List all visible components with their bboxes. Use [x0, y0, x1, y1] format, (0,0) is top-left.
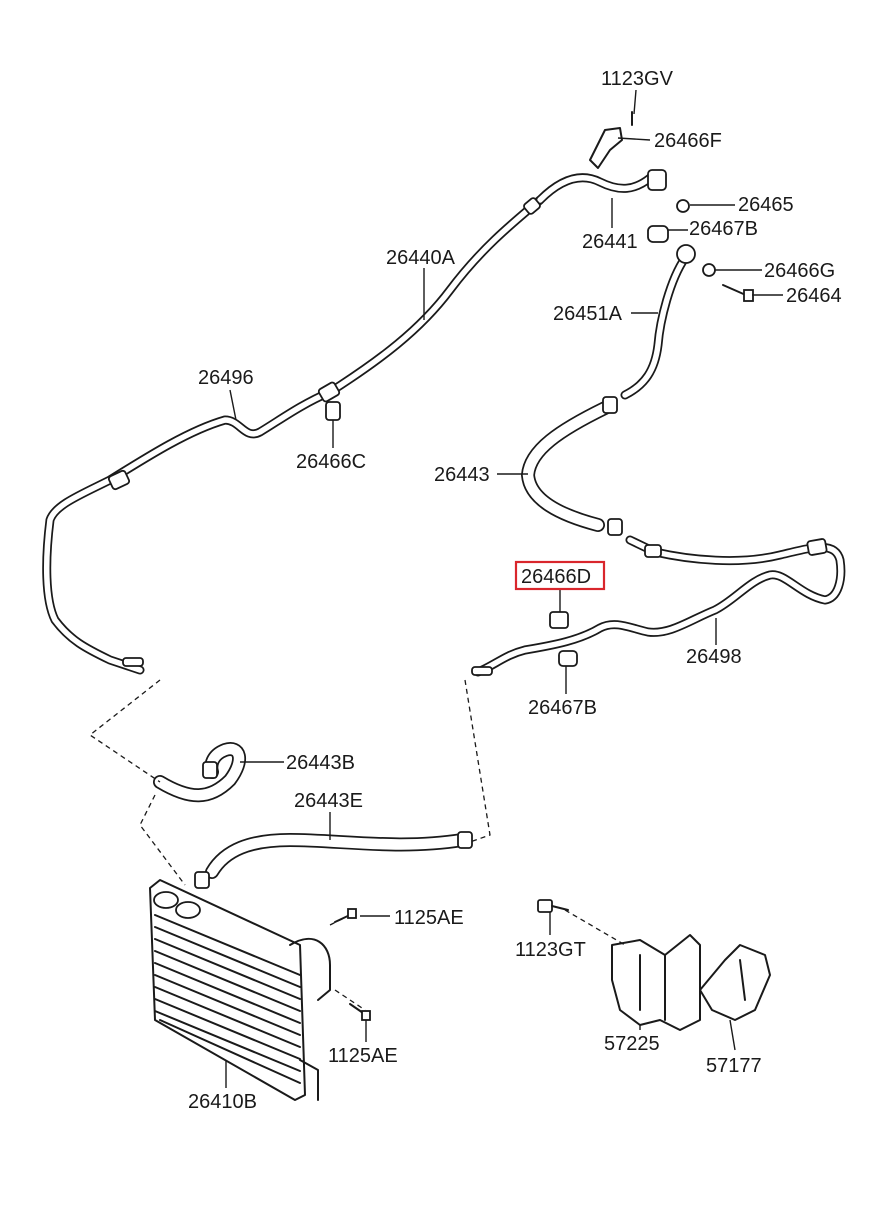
- label-26441[interactable]: 26441: [582, 231, 638, 253]
- label-26440a[interactable]: 26440A: [386, 247, 456, 269]
- label-26443e[interactable]: 26443E: [294, 790, 363, 812]
- grommet-26467b-mid[interactable]: [558, 650, 578, 667]
- label-26466d[interactable]: 26466D: [521, 566, 591, 588]
- routing-dashes: [88, 679, 626, 1011]
- bracket-57177[interactable]: [699, 944, 771, 1021]
- pipe-26440a[interactable]: [325, 195, 545, 397]
- clamps: [107, 197, 828, 889]
- hose-26443b[interactable]: [153, 742, 246, 803]
- bolt-26464[interactable]: [722, 284, 754, 302]
- label-26498[interactable]: 26498: [686, 646, 742, 668]
- washer-26465[interactable]: [676, 199, 690, 213]
- label-1125ae-bottom[interactable]: 1125AE: [328, 1045, 398, 1067]
- label-26467b-mid[interactable]: 26467B: [528, 697, 597, 719]
- label-26465[interactable]: 26465: [738, 194, 794, 216]
- cooler-fins: [154, 914, 301, 1084]
- label-26443b[interactable]: 26443B: [286, 752, 355, 774]
- bracket-26466f[interactable]: [589, 111, 633, 169]
- pipe-26498[interactable]: [473, 535, 846, 677]
- label-26466g[interactable]: 26466G: [764, 260, 835, 282]
- label-26496[interactable]: 26496: [198, 367, 254, 389]
- grommet-26467b-top[interactable]: [647, 225, 669, 243]
- label-26466c[interactable]: 26466C: [296, 451, 366, 473]
- pipe-26496[interactable]: [42, 387, 335, 675]
- label-57177[interactable]: 57177: [706, 1055, 762, 1077]
- label-26464[interactable]: 26464: [786, 285, 842, 307]
- highlight-box-26466d: [514, 560, 606, 591]
- bracket-57225[interactable]: [611, 934, 701, 1031]
- hose-26443e[interactable]: [205, 833, 469, 879]
- label-26410b[interactable]: 26410B: [188, 1091, 257, 1113]
- label-26443[interactable]: 26443: [434, 464, 490, 486]
- bolt-1125ae-top[interactable]: [334, 908, 357, 923]
- washer-26466g[interactable]: [702, 263, 716, 277]
- label-1123gt[interactable]: 1123GT: [515, 939, 586, 961]
- label-1123gv[interactable]: 1123GV: [601, 68, 674, 90]
- label-1125ae-top[interactable]: 1125AE: [394, 907, 464, 929]
- fitting-26441: [647, 169, 667, 191]
- bracket-26466c[interactable]: [325, 401, 341, 421]
- hose-26451a[interactable]: [620, 244, 696, 400]
- bolt-1123gt[interactable]: [537, 899, 569, 913]
- pipe-26441[interactable]: [535, 169, 667, 205]
- label-26451a[interactable]: 26451A: [553, 303, 623, 325]
- leader-lines: [225, 89, 783, 1088]
- label-26467b-top[interactable]: 26467B: [689, 218, 758, 240]
- clip-26466d[interactable]: [549, 611, 569, 629]
- label-57225[interactable]: 57225: [604, 1033, 660, 1055]
- hose-26443[interactable]: [521, 401, 612, 532]
- label-26466f[interactable]: 26466F: [654, 130, 722, 152]
- oil-cooler-26410b[interactable]: [149, 879, 331, 1101]
- banjo-fitting: [676, 244, 696, 264]
